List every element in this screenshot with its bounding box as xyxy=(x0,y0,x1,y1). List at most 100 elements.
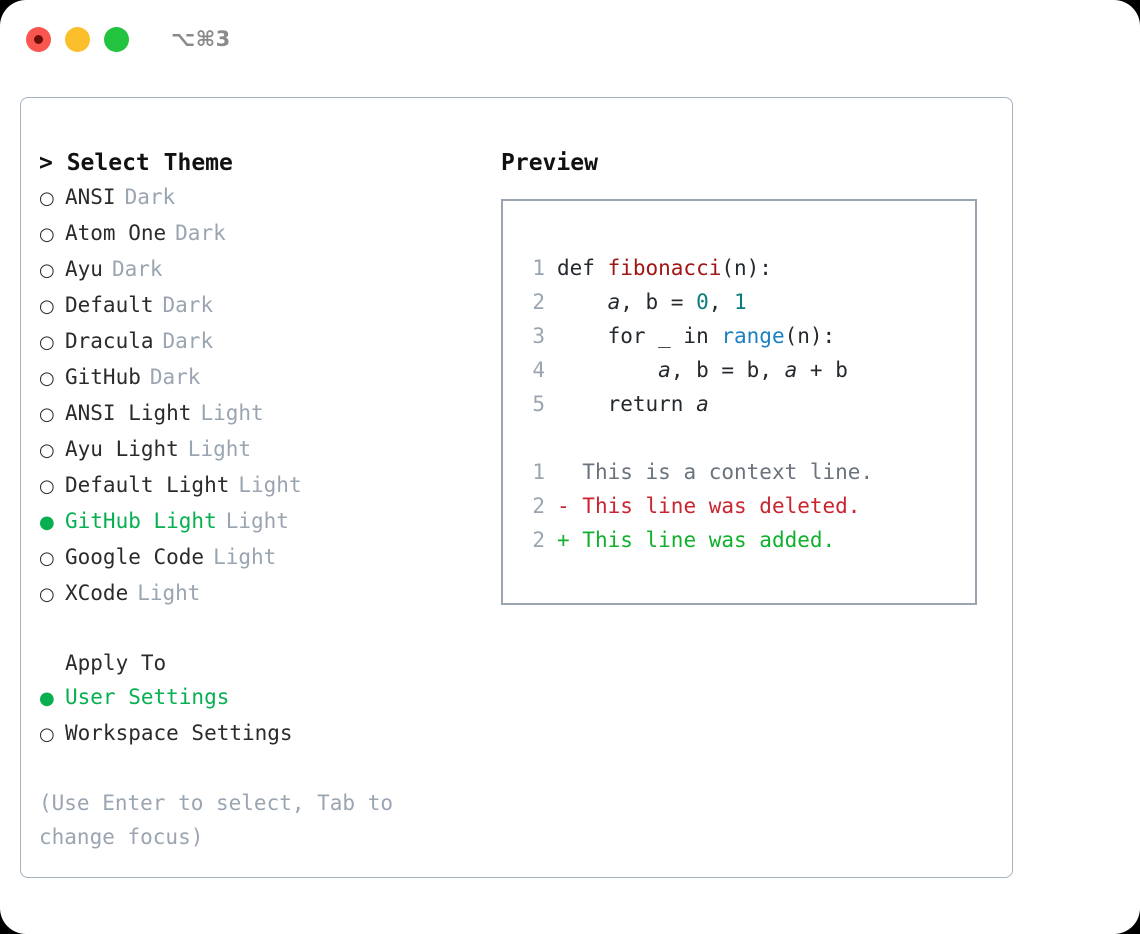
code-token-var: a xyxy=(607,290,621,314)
apply-to-option-label: User Settings xyxy=(65,685,230,709)
apply-to-option-workspace-settings[interactable]: ○ Workspace Settings xyxy=(39,716,486,752)
code-line-content: def fibonacci(n): xyxy=(557,251,772,285)
theme-option-label: XCode xyxy=(65,581,129,605)
theme-option-mode-badge: Light xyxy=(213,545,277,569)
diff-line: 1 This is a context line. xyxy=(519,455,975,489)
theme-option-google-code[interactable]: ○ Google Code Light xyxy=(39,540,486,576)
diff-line-number: 2 xyxy=(532,494,545,518)
code-line-content: return a xyxy=(557,387,709,421)
code-line-number: 2 xyxy=(532,290,545,314)
theme-option-xcode[interactable]: ○ XCode Light xyxy=(39,576,486,612)
theme-option-label: Default Light xyxy=(65,473,230,497)
title-bar: ⌥⌘3 xyxy=(0,0,1140,78)
radio-empty-icon: ○ xyxy=(39,368,55,389)
code-token-kw: def xyxy=(557,256,608,280)
theme-option-mode-badge: Light xyxy=(137,581,201,605)
theme-option-mode-badge: Light xyxy=(238,473,302,497)
record-dot-icon xyxy=(34,34,43,44)
diff-line-content-del: - This line was deleted. xyxy=(557,489,860,523)
keyboard-shortcut-label: ⌥⌘3 xyxy=(171,27,231,51)
theme-option-label: Google Code xyxy=(65,545,205,569)
code-token-plain: for _ in xyxy=(557,324,722,348)
maximize-button[interactable] xyxy=(104,26,129,52)
theme-option-mode-badge: Dark xyxy=(124,185,176,209)
radio-empty-icon: ○ xyxy=(39,332,55,353)
apply-to-option-label: Workspace Settings xyxy=(65,721,293,745)
close-button[interactable] xyxy=(26,26,51,52)
theme-option-label: ANSI xyxy=(65,185,116,209)
minimize-button[interactable] xyxy=(65,26,90,52)
code-token-var: a xyxy=(696,392,709,416)
code-line: 5 return a xyxy=(519,387,975,421)
preview-heading: Preview xyxy=(501,150,598,176)
theme-option-label: Ayu Light xyxy=(65,437,179,461)
radio-empty-icon: ○ xyxy=(39,188,55,209)
diff-line-content-ctx: This is a context line. xyxy=(557,455,873,489)
code-token-num: 0 xyxy=(696,290,709,314)
traffic-light-group xyxy=(26,26,129,52)
theme-option-mode-badge: Dark xyxy=(149,365,201,389)
hint-spacer xyxy=(39,752,486,786)
diff-text: This is a context line. xyxy=(582,460,874,484)
radio-selected-icon: ● xyxy=(39,688,55,709)
code-token-num: 1 xyxy=(734,290,747,314)
diff-line-number: 1 xyxy=(532,460,545,484)
code-line: 1 def fibonacci(n): xyxy=(519,251,975,285)
code-token-fn: fibonacci xyxy=(607,256,722,280)
list-spacer xyxy=(39,612,486,646)
radio-empty-icon: ○ xyxy=(39,296,55,317)
radio-empty-icon: ○ xyxy=(39,724,55,745)
code-line: 3 for _ in range(n): xyxy=(519,319,975,353)
diff-marker: + xyxy=(557,528,583,552)
diff-line-content-add: + This line was added. xyxy=(557,523,835,557)
code-line-number: 5 xyxy=(532,392,545,416)
radio-empty-icon: ○ xyxy=(39,548,55,569)
apply-to-option-user-settings[interactable]: ● User Settings xyxy=(39,680,486,716)
code-token-plain: (n): xyxy=(784,324,836,348)
diff-line: 2+ This line was added. xyxy=(519,523,975,557)
theme-option-mode-badge: Dark xyxy=(162,329,214,353)
code-line-number: 1 xyxy=(532,256,545,280)
code-token-plain: + b xyxy=(797,358,848,382)
code-line: 2 a, b = 0, 1 xyxy=(519,285,975,319)
code-line-content: a, b = 0, 1 xyxy=(557,285,747,319)
diff-sample-block: 1 This is a context line. 2 - This line wa… xyxy=(519,455,975,557)
theme-option-mode-badge: Light xyxy=(200,401,264,425)
code-token-plain: return xyxy=(557,392,697,416)
radio-selected-icon: ● xyxy=(39,512,55,533)
theme-option-ansi[interactable]: ○ ANSI Dark xyxy=(39,180,486,216)
theme-option-mode-badge: Light xyxy=(187,437,252,461)
code-line-content: a, b = b, a + b xyxy=(557,353,848,387)
diff-text: This line was deleted. xyxy=(582,494,861,518)
code-token-plain: , b = b, xyxy=(670,358,785,382)
theme-option-mode-badge: Dark xyxy=(111,257,163,281)
theme-option-label: Atom One xyxy=(65,221,167,245)
theme-option-label: GitHub Light xyxy=(65,509,217,533)
theme-option-label: Default xyxy=(65,293,154,317)
radio-empty-icon: ○ xyxy=(39,584,55,605)
apply-to-list: ● User Settings ○ Workspace Settings xyxy=(39,680,486,752)
code-token-plain: (n): xyxy=(721,256,772,280)
code-token-var: a xyxy=(784,358,798,382)
code-line-number: 4 xyxy=(532,358,545,382)
radio-empty-icon: ○ xyxy=(39,224,55,245)
diff-line: 2 - This line was deleted. xyxy=(519,489,975,523)
code-line: 4 a, b = b, a + b xyxy=(519,353,975,387)
code-token-plain xyxy=(557,290,608,314)
